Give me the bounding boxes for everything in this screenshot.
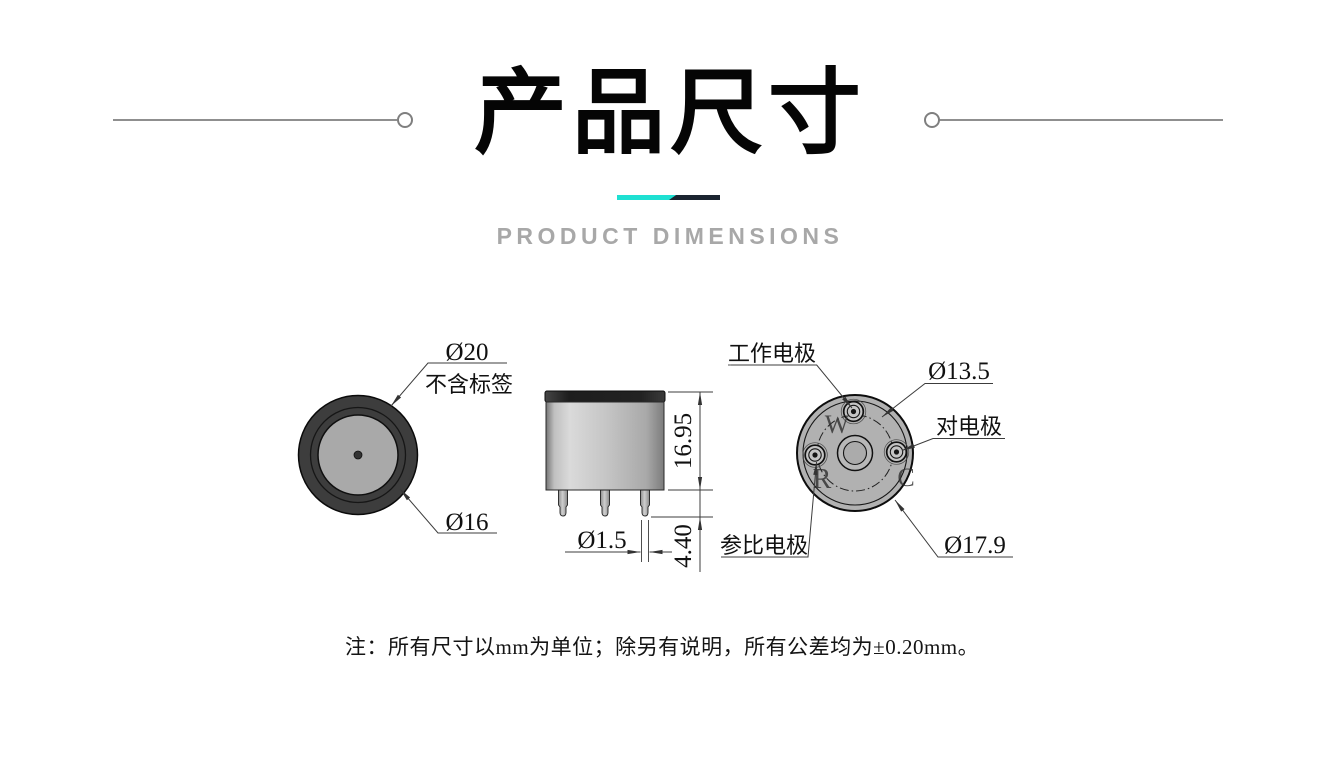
left-divider-line [113,119,397,121]
side-view-pin-length-dimension: 4.40 [670,524,697,568]
bottom-view-drawing: W R C 工作电极 Ø13.5 对电极 参比电极 Ø17.9 [720,341,1013,559]
left-divider-circle-icon [397,112,413,128]
pin-letter-c: C [897,463,914,492]
top-view-no-label-note: 不含标签 [425,372,513,397]
top-view-outer-diameter-label: Ø20 [445,339,488,366]
pin-letter-w: W [825,410,850,439]
title-accent-underline [617,195,720,200]
working-electrode-label: 工作电极 [728,341,816,366]
bottom-diameter-label: Ø17.9 [944,532,1006,559]
top-view-center-dot [353,450,363,460]
side-view-pin-diameter-dimension: Ø1.5 [577,527,626,554]
top-view-face-diameter-label: Ø16 [445,509,488,536]
right-divider-line [939,119,1223,121]
reference-electrode-label: 参比电极 [720,533,808,558]
page-title: 产品尺寸 [474,61,866,165]
top-view-drawing: Ø20 不含标签 Ø16 [297,339,513,536]
pin-circle-diameter-label: Ø13.5 [928,358,990,385]
right-divider-circle-icon [924,112,940,128]
accent-underline-teal [617,195,677,200]
dimension-diagram: Ø20 不含标签 Ø16 16.95 [297,339,1013,572]
sensor-cap [544,390,666,403]
side-view-drawing: 16.95 4.40 Ø1.5 [544,390,713,572]
sensor-body [545,401,665,491]
page-subtitle: PRODUCT DIMENSIONS [496,223,844,249]
bottom-view-pin-counter [883,439,910,465]
sensor-pins [558,489,650,517]
counter-electrode-label: 对电极 [936,414,1002,439]
side-view-height-dimension: 16.95 [670,413,697,469]
dimension-note: 注：所有尺寸以mm为单位；除另有说明，所有公差均为±0.20mm。 [345,635,980,659]
accent-underline-dark [669,195,720,200]
